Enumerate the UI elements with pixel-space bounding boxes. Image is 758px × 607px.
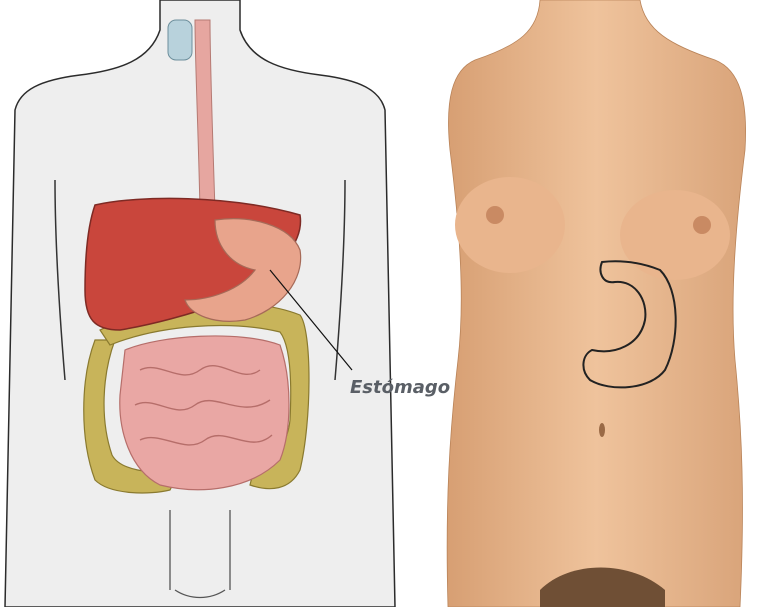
torso-drawing (430, 0, 758, 607)
digestive-system-illustration: Estómago (0, 0, 400, 607)
left-breast (455, 177, 565, 273)
torso-body (447, 0, 745, 607)
navel (599, 423, 605, 437)
small-intestine (120, 336, 289, 490)
right-breast (620, 190, 730, 280)
torso-photo (430, 0, 758, 607)
digestive-system-drawing (0, 0, 400, 607)
